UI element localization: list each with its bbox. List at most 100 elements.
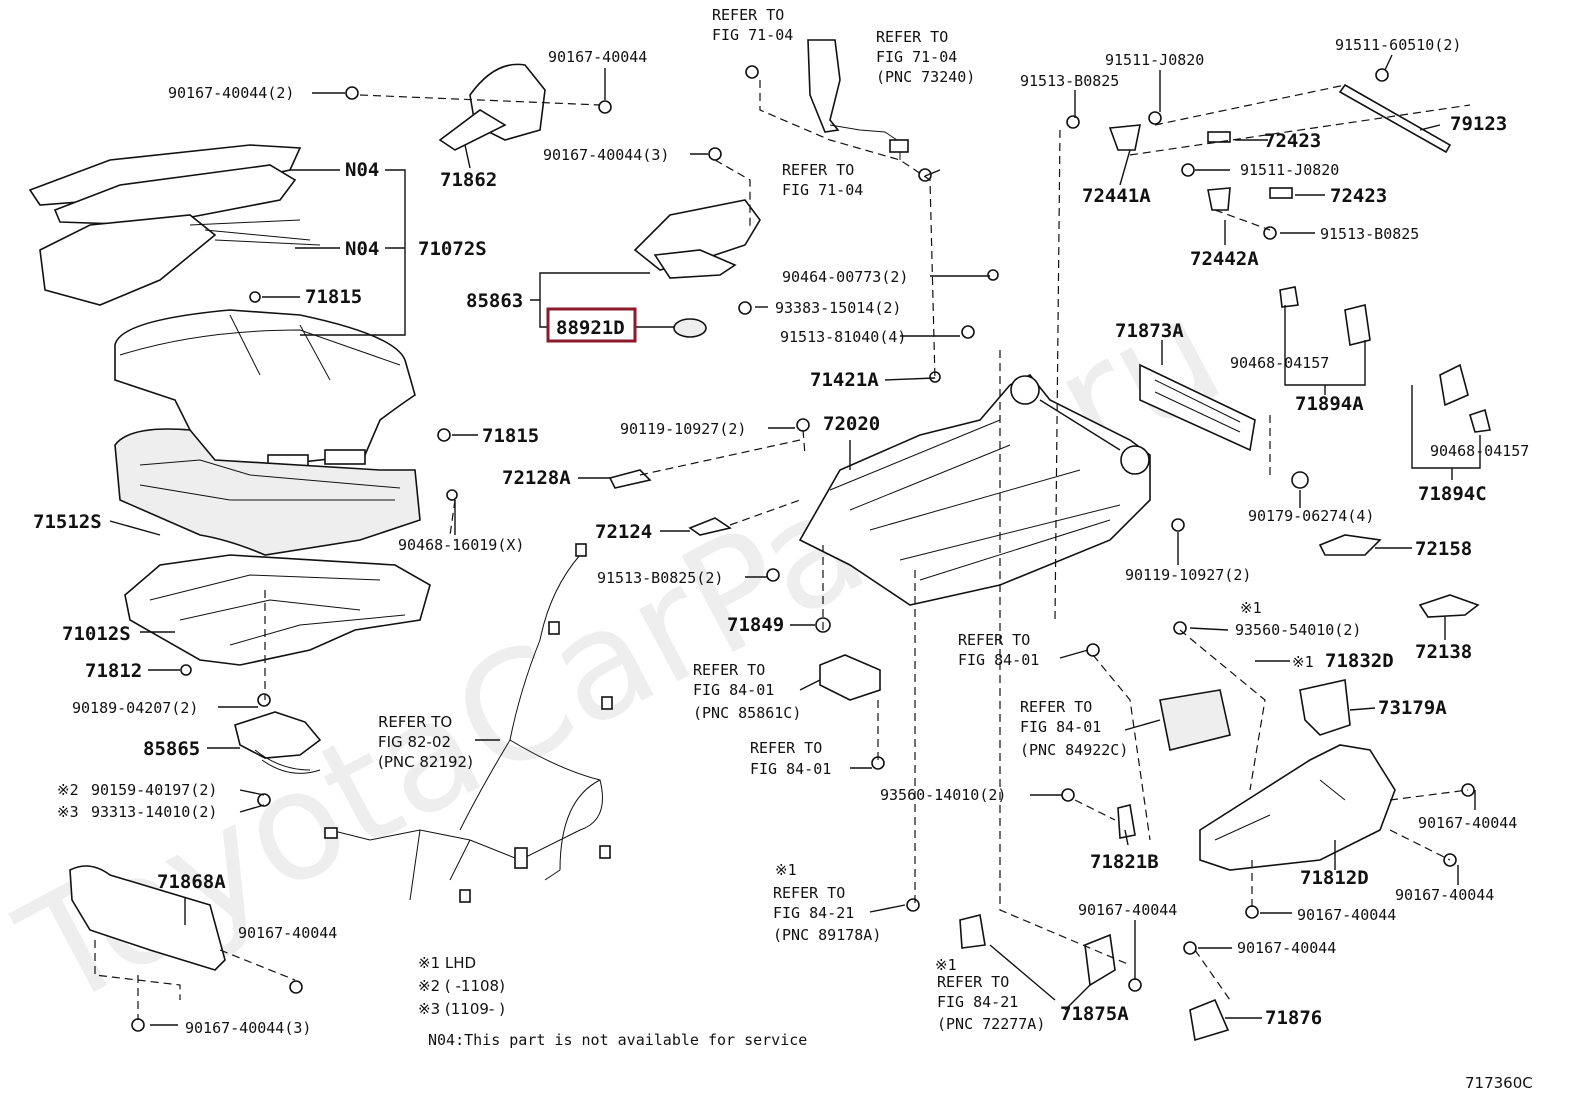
label-71894C: 71894C — [1418, 483, 1487, 505]
note-n04: N04:This part is not available for servi… — [428, 1031, 807, 1049]
label-72158: 72158 — [1415, 538, 1472, 560]
label-90179-06274: 90179-06274(4) — [1248, 507, 1374, 525]
figure-id: 717360C — [1465, 1074, 1533, 1092]
label-71832D: 71832D — [1325, 650, 1394, 672]
label-90167-40044-b3: 90167-40044(3) — [185, 1019, 311, 1037]
label-n04-a: N04 — [345, 159, 379, 181]
label-90464-00773: 90464-00773(2) — [782, 268, 908, 286]
label-71868A: 71868A — [157, 871, 226, 893]
label-71894A: 71894A — [1295, 393, 1364, 415]
label-90167-40044-r4: 90167-40044 — [1078, 901, 1177, 919]
ref-84-01-b-line2: FIG 84-01 — [750, 760, 831, 778]
label-72423-a: 72423 — [1264, 130, 1321, 152]
label-71815-a: 71815 — [305, 286, 362, 308]
seat-heater-pads — [28, 144, 321, 306]
rail-71873A — [1139, 363, 1256, 452]
mark-3: ※3 — [57, 803, 79, 821]
lumbar-parts — [633, 199, 761, 338]
seat-cushion-frame — [124, 554, 431, 666]
label-72138: 72138 — [1415, 641, 1472, 663]
label-72128A: 72128A — [502, 467, 571, 489]
part-labels: 90167-40044(2) 90167-40044 90167-40044(3… — [33, 6, 1529, 1037]
seat-adjuster-frame — [798, 373, 1151, 606]
label-71812D: 71812D — [1300, 867, 1369, 889]
ref-71-04-a-line2: FIG 71-04 — [712, 26, 793, 44]
label-71821B: 71821B — [1090, 851, 1159, 873]
ref-71-04-b-line1: REFER TO — [876, 28, 948, 46]
label-72441A: 72441A — [1082, 185, 1151, 207]
cover-73179A — [1299, 679, 1351, 736]
label-88921D: 88921D — [556, 317, 625, 339]
rail-79123 — [1338, 83, 1452, 154]
cap-88921D — [673, 318, 707, 338]
legend-notes: ※1 LHD ※2 ( -1108) ※3 (1109- ) N04:This … — [418, 954, 807, 1049]
label-91511-60510: 91511-60510(2) — [1335, 36, 1461, 54]
highlight-88921D — [546, 307, 637, 343]
fasteners — [131, 65, 1475, 1032]
ref-84-01-b-line1: REFER TO — [750, 739, 822, 757]
label-90167-40044-r1: 90167-40044 — [1418, 814, 1517, 832]
ref-82-02-line1: REFER TO — [378, 713, 452, 731]
mark-1-a: ※1 — [1240, 599, 1262, 617]
ref-84-21-b-line1: REFER TO — [937, 973, 1009, 991]
ref-84-01-d-line3: (PNC 84922C) — [1020, 741, 1128, 759]
harness-85865 — [234, 711, 322, 774]
label-93383-15014: 93383-15014(2) — [775, 299, 901, 317]
ref-71-04-b-line2: FIG 71-04 — [876, 48, 957, 66]
ref-71-04-c-line2: FIG 71-04 — [782, 181, 863, 199]
ref-84-01-a-line2: FIG 84-01 — [693, 681, 774, 699]
label-90167-40044-b: 90167-40044 — [238, 924, 337, 942]
ref-82-02-line3: (PNC 82192) — [378, 753, 473, 771]
mark-1-b: ※1 — [1292, 653, 1314, 671]
ref-84-01-d-line1: REFER TO — [1020, 698, 1092, 716]
label-72423-b: 72423 — [1330, 185, 1387, 207]
side-shield-71862 — [438, 63, 546, 151]
label-91513-B0825-a: 91513-B0825 — [1020, 72, 1119, 90]
label-71876: 71876 — [1265, 1007, 1322, 1029]
note-1-lhd: ※1 LHD — [418, 954, 476, 972]
label-71421A: 71421A — [810, 369, 879, 391]
label-71862: 71862 — [440, 169, 497, 191]
small-clips — [608, 124, 1491, 1042]
ref-71-04-b-line3: (PNC 73240) — [876, 68, 975, 86]
guide-lines — [94, 80, 1471, 1020]
label-72442A: 72442A — [1190, 248, 1259, 270]
label-93560-14010: 93560-14010(2) — [880, 786, 1006, 804]
ref-82-02-line2: FIG 82-02 — [378, 733, 451, 751]
label-n04-b: N04 — [345, 238, 379, 260]
label-90119-10927-a: 90119-10927(2) — [620, 420, 746, 438]
label-85865: 85865 — [143, 738, 200, 760]
label-90167-40044-r5: 90167-40044 — [1237, 939, 1336, 957]
label-91513-81040: 91513-81040(4) — [780, 328, 906, 346]
label-93313-14010: 93313-14010(2) — [91, 803, 217, 821]
label-71815-b: 71815 — [482, 425, 539, 447]
ref-71-04-a-line1: REFER TO — [712, 6, 784, 24]
label-72124: 72124 — [595, 521, 652, 543]
label-71512S: 71512S — [33, 511, 102, 533]
label-91511-J0820-b: 91511-J0820 — [1240, 161, 1339, 179]
label-90468-04157-b: 90468-04157 — [1430, 442, 1529, 460]
label-71012S: 71012S — [62, 623, 131, 645]
label-73179A: 73179A — [1378, 697, 1447, 719]
ref-84-21-b-line2: FIG 84-21 — [937, 993, 1018, 1011]
side-trim-71812D — [1199, 744, 1396, 871]
label-90167-40044-r3: 90167-40044 — [1297, 906, 1396, 924]
ref-84-01-d-line2: FIG 84-01 — [1020, 718, 1101, 736]
ref-71-04-c-line1: REFER TO — [782, 161, 854, 179]
label-93560-54010: 93560-54010(2) — [1235, 621, 1361, 639]
label-91513-B0825-b: 91513-B0825 — [1320, 225, 1419, 243]
ref-84-21-a-mark: ※1 — [775, 861, 797, 879]
leader-lines — [109, 54, 1481, 1026]
wire-harness — [324, 543, 613, 903]
label-71873A: 71873A — [1115, 320, 1184, 342]
ref-84-21-a-line2: FIG 84-21 — [773, 904, 854, 922]
label-71875A: 71875A — [1060, 1003, 1129, 1025]
ref-84-01-c-line1: REFER TO — [958, 631, 1030, 649]
ref-84-21-b-mark: ※1 — [935, 956, 957, 974]
label-72020: 72020 — [823, 413, 880, 435]
label-90167-40044-r2: 90167-40044 — [1395, 886, 1494, 904]
switch-84922C — [1159, 689, 1231, 751]
ref-84-01-c-line2: FIG 84-01 — [958, 651, 1039, 669]
